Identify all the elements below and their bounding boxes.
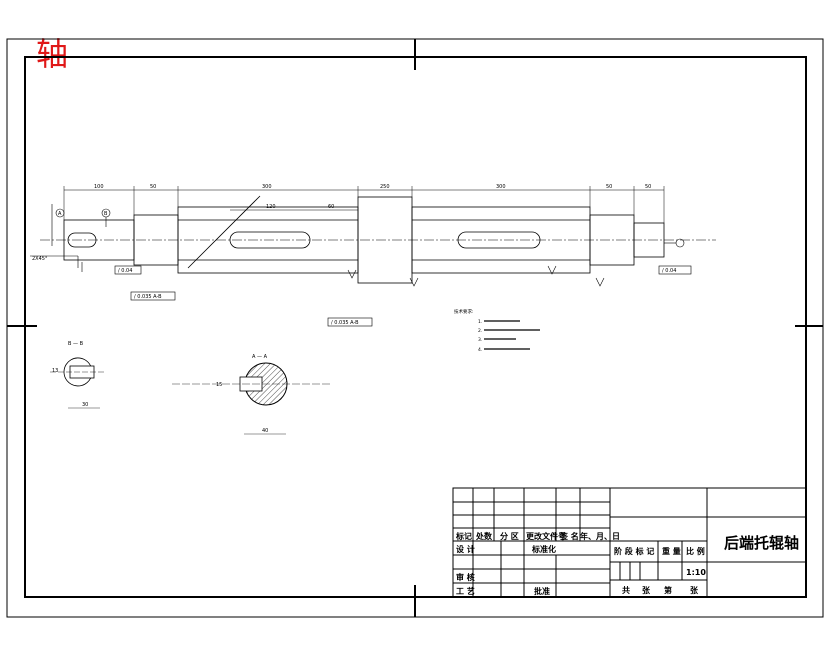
- svg-text:2X45°: 2X45°: [32, 256, 48, 262]
- svg-text:年、月、日: 年、月、日: [580, 531, 620, 541]
- section-aa-label: A — A: [252, 354, 268, 360]
- svg-text:3.: 3.: [478, 337, 482, 343]
- svg-text:分 区: 分 区: [500, 531, 519, 541]
- svg-text:工 艺: 工 艺: [456, 586, 475, 596]
- svg-text:标准化: 标准化: [531, 544, 556, 554]
- svg-text:30: 30: [82, 402, 88, 408]
- svg-text:60: 60: [328, 204, 334, 210]
- svg-text:/ 0.04: / 0.04: [118, 268, 132, 274]
- technical-notes: 技术要求: 1. 2. 3. 4.: [454, 308, 540, 353]
- svg-text:签 名: 签 名: [559, 531, 579, 541]
- svg-text:B: B: [104, 211, 108, 217]
- svg-text:300: 300: [262, 184, 272, 190]
- dimension-lines: [63, 186, 665, 223]
- svg-text:/ 0.04: / 0.04: [662, 268, 676, 274]
- outer-border: [6, 38, 824, 618]
- svg-text:100: 100: [94, 184, 104, 190]
- svg-text:1.: 1.: [478, 319, 482, 325]
- svg-text:2.: 2.: [478, 328, 482, 334]
- left-annotations: [30, 204, 692, 327]
- title-block-text: 标记 处数 分 区 更改文件号 签 名 年、月、日 设 计 标准化 审 核 工 …: [455, 531, 799, 596]
- svg-text:审 核: 审 核: [456, 572, 475, 582]
- title-block-grid: [452, 487, 807, 598]
- corner-mark: 轴: [36, 35, 69, 73]
- svg-text:设 计: 设 计: [456, 544, 475, 554]
- svg-text:300: 300: [496, 184, 506, 190]
- svg-text:比 例: 比 例: [686, 546, 705, 556]
- svg-text:张: 张: [690, 586, 699, 595]
- drawing-title: 后端托辊轴: [724, 534, 799, 552]
- section-bb: B — B 30 13: [50, 341, 104, 409]
- svg-text:50: 50: [606, 184, 612, 190]
- centering-marks: [7, 39, 823, 617]
- svg-text:张: 张: [642, 586, 651, 595]
- inner-frame: [24, 56, 807, 598]
- shaft-main-view: [40, 195, 716, 284]
- svg-text:标记: 标记: [455, 531, 472, 541]
- svg-text:15: 15: [216, 382, 222, 388]
- svg-text:重 量: 重 量: [662, 546, 681, 556]
- roughness-symbols: [347, 265, 605, 287]
- svg-text:/ 0.035 A-B: / 0.035 A-B: [331, 320, 359, 326]
- svg-text:A: A: [58, 211, 62, 217]
- svg-text:120: 120: [266, 204, 276, 210]
- notes-title: 技术要求:: [454, 308, 474, 315]
- svg-text:批准: 批准: [534, 586, 550, 596]
- svg-text:50: 50: [645, 184, 651, 190]
- svg-text:共: 共: [622, 585, 630, 595]
- section-bb-label: B — B: [68, 341, 84, 347]
- svg-text:阶 段 标 记: 阶 段 标 记: [614, 546, 654, 556]
- dimension-values: 100 50 300 250 300 50 50 120 60: [94, 184, 651, 210]
- svg-text:第: 第: [664, 585, 672, 595]
- svg-text:250: 250: [380, 184, 390, 190]
- svg-text:13: 13: [52, 368, 58, 374]
- left-callout-text: A B 2X45° / 0.04 / 0.035 A-B / 0.035 A-B…: [32, 211, 676, 326]
- svg-text:1:10: 1:10: [686, 568, 706, 577]
- svg-text:更改文件号: 更改文件号: [526, 531, 566, 541]
- svg-text:4.: 4.: [478, 347, 482, 353]
- section-aa: A — A 40 15: [172, 354, 330, 435]
- svg-text:处数: 处数: [475, 531, 493, 541]
- svg-text:/ 0.035 A-B: / 0.035 A-B: [134, 294, 162, 300]
- svg-text:40: 40: [262, 428, 268, 434]
- svg-text:50: 50: [150, 184, 156, 190]
